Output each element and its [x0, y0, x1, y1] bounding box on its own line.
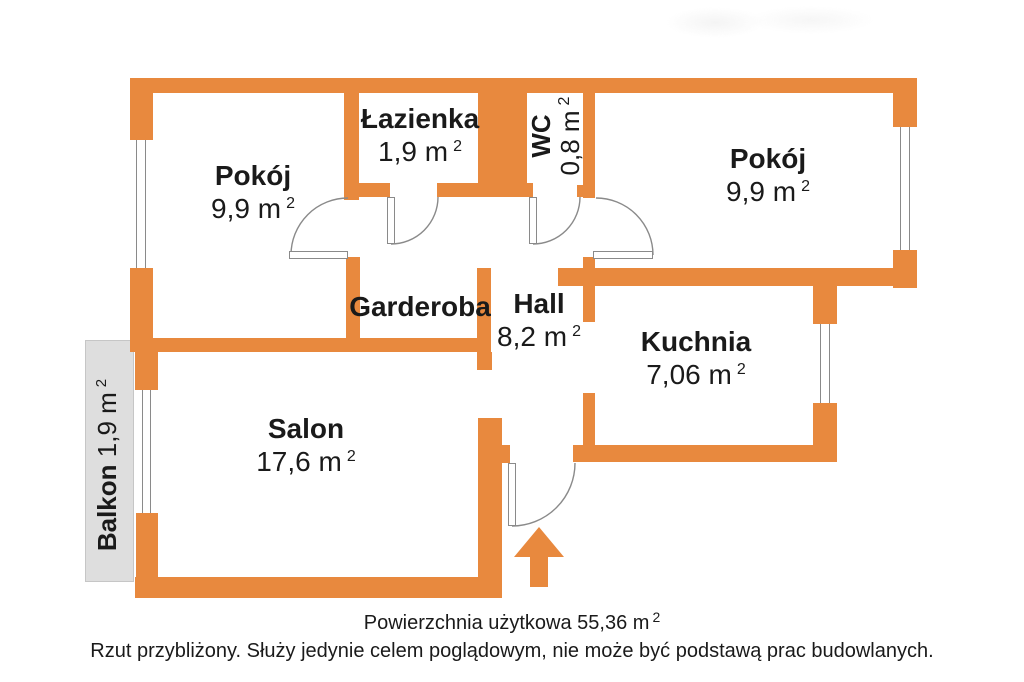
- room-label-balkon: Balkon 1,9 m2: [92, 378, 122, 552]
- wall: [478, 445, 510, 463]
- window-pane: [820, 324, 821, 403]
- balcony-area: [85, 340, 134, 582]
- watermark: [655, 0, 895, 50]
- wall: [135, 577, 502, 598]
- wall: [130, 93, 153, 140]
- door-arc: [390, 196, 439, 245]
- wall: [583, 393, 595, 446]
- wall: [477, 268, 491, 352]
- wall-shaft: [478, 93, 527, 183]
- door-leaf: [387, 197, 395, 244]
- wall: [344, 93, 359, 200]
- room-label-wc: WC 0,8 m2: [526, 96, 585, 176]
- window-pane: [136, 140, 137, 268]
- wall: [577, 185, 595, 197]
- door-leaf: [289, 251, 348, 259]
- wall: [583, 93, 595, 198]
- wall: [893, 93, 917, 127]
- wall: [130, 338, 490, 352]
- wall: [130, 268, 153, 338]
- window-pane: [829, 324, 830, 403]
- wall: [573, 445, 837, 462]
- window-pane: [142, 390, 143, 513]
- window-pane: [909, 127, 910, 250]
- door-arc: [532, 196, 581, 245]
- wall: [813, 286, 837, 324]
- entrance-door-leaf: [508, 463, 516, 526]
- balkon-area: 1,9 m: [92, 392, 122, 458]
- window: [136, 390, 158, 513]
- window-pane: [145, 140, 146, 268]
- door-arc: [511, 462, 576, 527]
- door-arc: [290, 197, 349, 256]
- wall: [813, 403, 837, 447]
- wall: [893, 250, 917, 288]
- wall: [477, 352, 492, 370]
- window: [893, 127, 917, 250]
- door-leaf: [593, 251, 653, 259]
- door-leaf: [529, 197, 537, 244]
- wall: [344, 183, 390, 197]
- door-arc: [595, 197, 654, 256]
- window-pane: [150, 390, 151, 513]
- room-label-garderoba: Garderoba: [349, 291, 491, 322]
- wall: [558, 268, 893, 286]
- window: [130, 140, 153, 268]
- wall: [346, 257, 360, 352]
- wall: [130, 78, 917, 93]
- balkon-name: Balkon: [92, 464, 122, 552]
- window: [813, 324, 837, 403]
- wall: [136, 513, 158, 598]
- wall: [437, 183, 533, 197]
- window-pane: [900, 127, 901, 250]
- disclaimer-caption: Rzut przybliżony. Służy jedynie celem po…: [90, 640, 934, 662]
